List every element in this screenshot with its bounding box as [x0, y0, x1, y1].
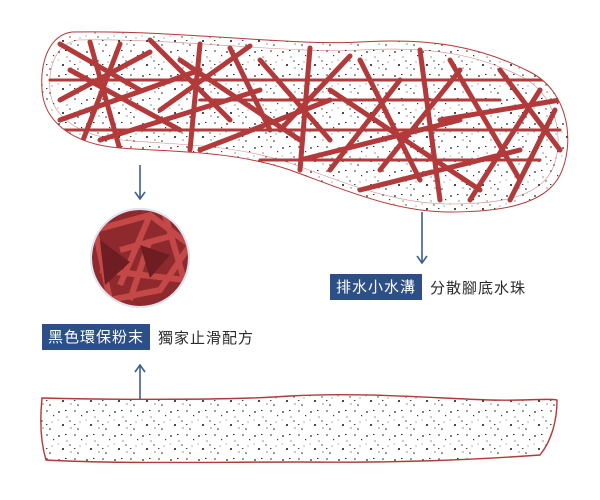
- eco-powder-title: 黑色環保粉末: [42, 324, 151, 350]
- drain-grooves-pattern: [48, 37, 563, 203]
- drain-channel-label: 排水小水溝 分散腳底水珠: [330, 274, 526, 300]
- drain-channel-desc: 分散腳底水珠: [430, 278, 527, 297]
- arrow-icon: [134, 165, 146, 201]
- texture-zoom-circle: [90, 208, 190, 308]
- eco-powder-desc: 獨家止滑配方: [158, 328, 255, 347]
- eco-powder-label: 黑色環保粉末 獨家止滑配方: [42, 324, 254, 350]
- drain-channel-title: 排水小水溝: [330, 274, 423, 300]
- insole-bottom-profile: [40, 393, 558, 464]
- arrow-icon: [416, 212, 428, 265]
